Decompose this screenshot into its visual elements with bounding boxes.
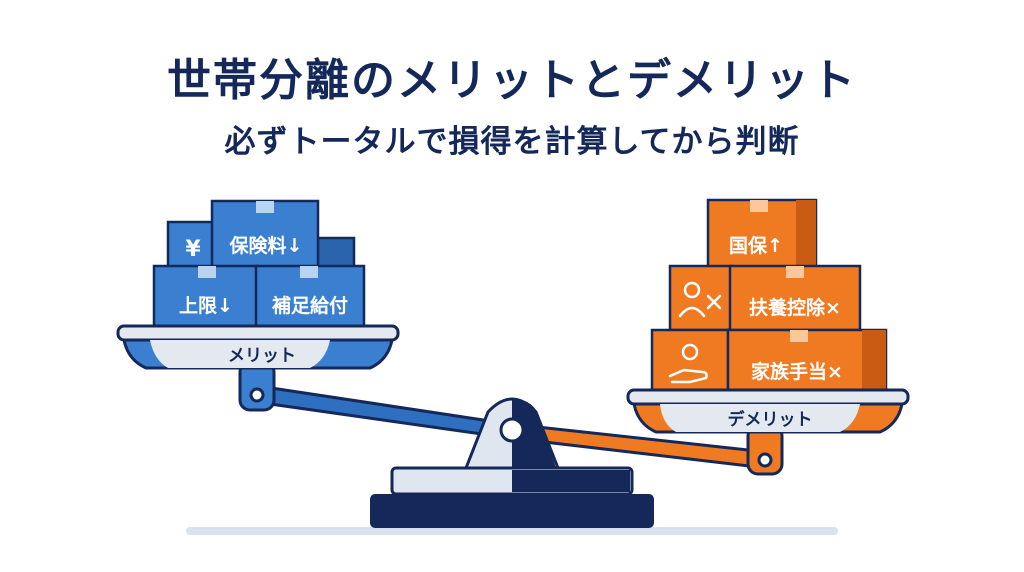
merit-box-insurance-label: 保険料↓ [229, 234, 303, 257]
demerit-box-allowance: 家族手当× [726, 328, 888, 394]
demerit-box-kokuho: 国保↑ [706, 198, 818, 272]
demerit-box-kokuho-label: 国保↑ [729, 234, 783, 257]
merit-box-benefit-label: 補足給付 [271, 294, 348, 317]
merit-box-yen: ¥ [166, 220, 220, 272]
merit-box-benefit: 補足給付 [254, 264, 366, 330]
demerit-box-allowance-label: 家族手当× [751, 360, 843, 383]
merit-box-limit: 上限↓ [152, 264, 260, 330]
right-hanger [746, 424, 784, 476]
demerit-box-hand-icon [650, 328, 730, 394]
demerit-box-person-icon [668, 264, 734, 332]
merit-pan-label: メリット [228, 346, 296, 366]
demerit-pan-label: デメリット [728, 409, 813, 430]
demerit-box-deduction: 扶養控除× [728, 264, 862, 332]
page-subtitle: 必ずトータルで損得を計算してから判断 [224, 124, 800, 160]
merit-box-limit-label: 上限↓ [179, 295, 233, 317]
demerit-box-deduction-label: 扶養控除× [749, 296, 841, 319]
person-x-icon [678, 281, 722, 318]
merit-boxes: ¥ 保険料↓ 上限↓ 補足給付 [152, 199, 366, 330]
demerit-pan: デメリット [626, 388, 910, 434]
floor-line [186, 527, 838, 535]
merit-box-insurance: 保険料↓ [210, 199, 320, 271]
demerit-boxes: 国保↑ 扶養控除× [650, 198, 888, 394]
merit-pan: メリット [116, 324, 400, 370]
hand-coin-icon [668, 343, 708, 384]
page-title: 世帯分離のメリットとデメリット [167, 55, 857, 106]
yen-icon: ¥ [185, 237, 201, 262]
scale-pivot [370, 397, 654, 528]
